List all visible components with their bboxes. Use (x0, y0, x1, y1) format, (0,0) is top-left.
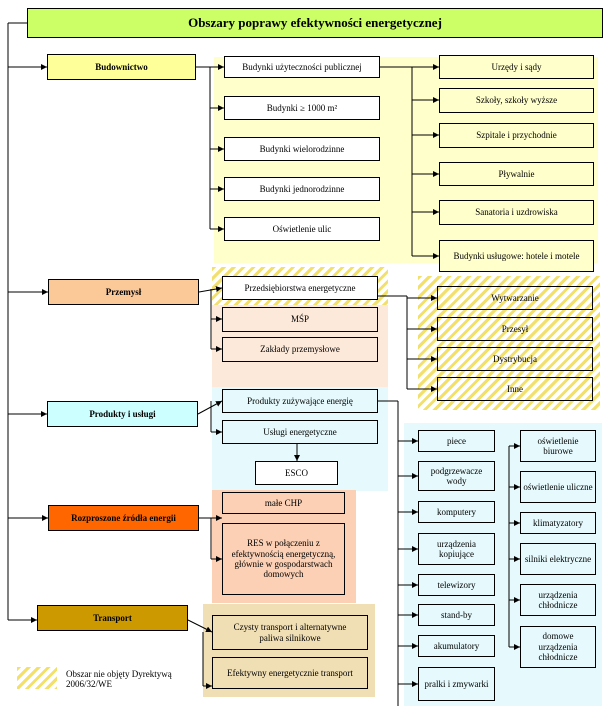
page-title: Obszary poprawy efektywności energetyczn… (27, 8, 603, 38)
product-item: telewizory (418, 574, 495, 596)
energy-company-item: Przesył (437, 317, 593, 341)
rozproszone-item: małe CHP (222, 492, 345, 514)
category-produkty: Produkty i usługi (47, 401, 198, 427)
product-item: domowe urządzenia chłodnicze (520, 626, 596, 668)
budownictwo-item: Budynki użyteczności publicznej (224, 56, 380, 78)
public-building-item: Szkoły, szkoły wyższe (439, 88, 594, 113)
product-item: silniki elektryczne (520, 543, 596, 575)
przemysl-item: Zakłady przemysłowe (222, 337, 378, 362)
public-building-item: Pływalnie (439, 162, 594, 186)
przemysl-item: MŚP (222, 307, 378, 332)
produkty-item: ESCO (255, 461, 338, 485)
product-item: klimatyzatory (520, 512, 596, 534)
budownictwo-item: Budynki wielorodzinne (224, 137, 380, 161)
connector-arrow (187, 619, 213, 633)
connector-arrow (197, 400, 223, 415)
product-item: komputery (418, 501, 495, 523)
public-building-item: Sanatoria i uzdrowiska (439, 200, 594, 225)
public-building-item: Urzędy i sądy (439, 55, 594, 79)
product-item: oświetlenie uliczne (520, 471, 596, 503)
energy-company-item: Wytwarzanie (437, 286, 593, 310)
category-budownictwo: Budownictwo (47, 54, 196, 80)
legend-text: Obszar nie objęty Dyrektywą 2006/32/WE (66, 669, 172, 690)
legend-swatch (17, 667, 57, 689)
product-item: podgrzewacze wody (418, 461, 495, 491)
transport-item: Efektywny energetycznie transport (212, 657, 368, 689)
product-item: pralki i zmywarki (418, 667, 495, 701)
category-rozproszone: Rozproszone źródła energii (48, 505, 199, 531)
rozproszone-item: RES w połączeniu z efektywnością energet… (222, 523, 345, 595)
budownictwo-item: Budynki jednorodzinne (224, 177, 380, 201)
product-item: oświetlenie biurowe (520, 430, 596, 462)
category-przemysl: Przemysł (48, 279, 199, 305)
product-item: piece (418, 430, 495, 452)
przemysl-item: Przedsiębiorstwa energetyczne (222, 276, 378, 300)
public-building-item: Budynki usługowe: hotele i motele (439, 240, 594, 272)
product-item: urządzenia kopiujące (418, 533, 495, 565)
budownictwo-item: Oświetlenie ulic (224, 217, 380, 241)
energy-company-item: Inne (437, 377, 593, 401)
product-item: urządzenia chłodnicze (520, 584, 596, 616)
product-item: stand-by (418, 604, 495, 626)
transport-item: Czysty transport i alternatywne paliwa s… (212, 615, 368, 650)
public-building-item: Szpitale i przychodnie (439, 123, 594, 148)
budownictwo-item: Budynki ≥ 1000 m² (224, 96, 380, 120)
produkty-item: Produkty zużywające energię (222, 389, 378, 413)
energy-company-item: Dystrybucja (437, 347, 593, 371)
category-transport: Transport (37, 605, 188, 631)
product-item: akumulatory (418, 635, 495, 657)
produkty-item: Usługi energetyczne (222, 420, 378, 444)
